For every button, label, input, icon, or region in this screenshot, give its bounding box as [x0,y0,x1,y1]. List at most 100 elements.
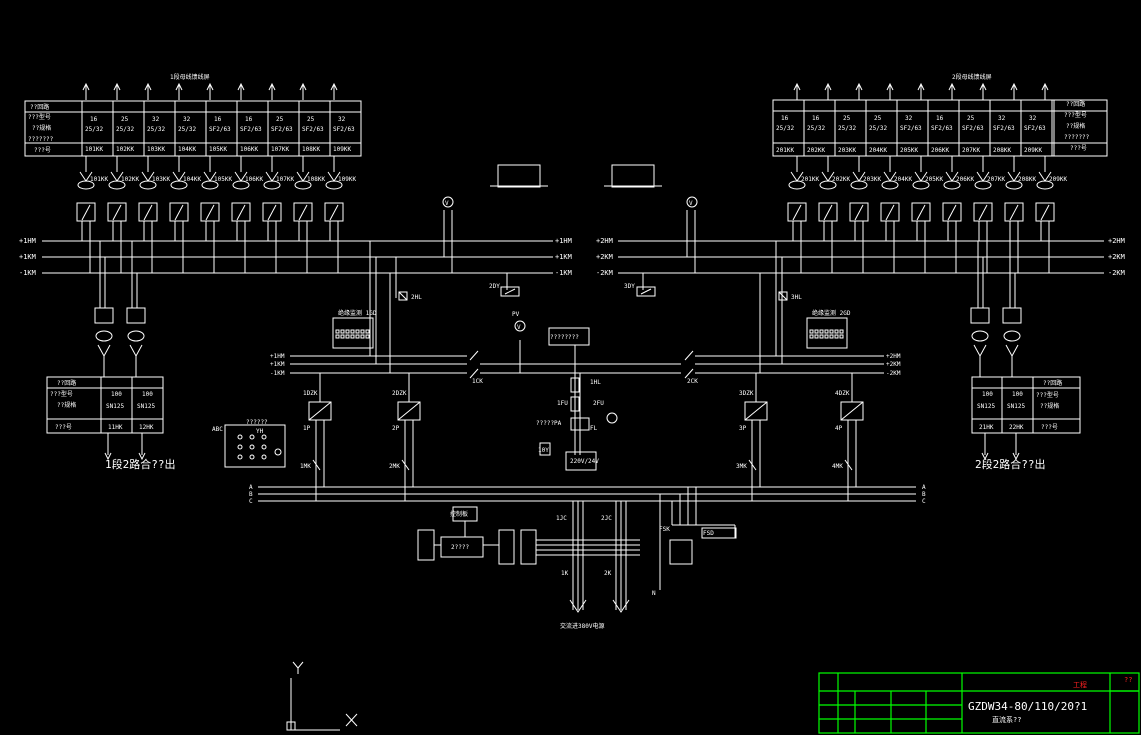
terminal [335,334,340,339]
breaker-tag: 201KK [801,176,819,183]
charger-diag [744,401,768,421]
breaker-body [169,202,189,222]
bus-label: -2KM [596,269,613,277]
arrow-icon [330,82,338,91]
left-outlet-arrows [104,433,146,461]
terminal [824,329,829,334]
contact-line [143,204,153,221]
switch-tag: 1K [561,570,569,577]
feeder-model: 25/32 [116,126,134,133]
ct-icon [232,180,250,190]
terminal [834,334,839,339]
center-monitor: V [514,320,618,471]
feeder-id: 107KK [271,146,289,153]
breaker-tag: 206KK [956,176,974,183]
terminal [340,334,345,339]
feeder-id: 103KK [147,146,165,153]
bus-label: +2HM [886,353,901,360]
row-label: ???号 [55,424,72,431]
vertical-links [99,210,1016,373]
svg-text:V: V [445,200,449,207]
contact-line [236,204,246,221]
selector-contact [261,454,267,460]
right-bottom-table [971,376,1081,434]
arrow-icon [237,82,245,91]
right-row-label: ???号 [1070,145,1087,152]
terminal [839,334,844,339]
meter-icon [274,448,282,456]
rating: 100 [111,391,122,398]
feeder-rating: 16 [214,116,222,123]
meter-tag: PV [512,311,520,318]
ct-icon [1036,180,1054,190]
right-row-label: ??规格 [1066,122,1085,130]
breaker-body [880,202,900,222]
contact-line [916,204,926,221]
feeder-rating: 25 [121,116,129,123]
switch-tag: 1CK [472,378,483,385]
breaker-body [231,202,251,222]
ct-icon [294,180,312,190]
lower-ac-section [417,487,737,613]
ct-icon [971,330,989,342]
project-tag-2: ?? [1124,676,1132,684]
bus-label: +2HM [1108,237,1125,245]
charger-tag: 2DZK [392,390,407,397]
charger-mk-tag: 4MK [832,463,843,470]
charger-diag [840,401,864,421]
breaker-body [262,202,282,222]
feeder-id: 209KK [1024,147,1042,154]
bus-label: -1KM [19,269,36,277]
breaker-tag: 103KK [152,176,170,183]
contactor-tag: 1JC [556,515,567,522]
rating: 100 [1012,391,1023,398]
contact-line [205,204,215,221]
ct-icon [263,180,281,190]
feeder-id: 206KK [931,147,949,154]
ac-input-label: 交流进380V电源 [560,622,604,630]
feeder-model: 25/32 [838,125,856,132]
neutral-tag: N [652,590,656,597]
terminal [824,334,829,339]
breaker-tag: 101KK [90,176,108,183]
breaker-tag: 104KK [183,176,201,183]
ct-icon [912,180,930,190]
bus-label: +1KM [270,361,285,368]
contact-line [885,204,895,221]
bus-label: -2KM [886,370,901,377]
terminal [834,329,839,334]
fuse-tag: FSD [703,530,714,537]
contact-line [174,204,184,221]
feeder-id: 109KK [333,146,351,153]
arrow-icon [948,82,956,91]
feeder-id: 102KK [116,146,134,153]
arrow-icon [113,82,121,91]
device-tag: FL [590,425,598,432]
transformer-tag: 220V/24V [570,458,599,465]
charger-tag: 1DZK [303,390,318,397]
terminal [350,334,355,339]
contact-line [112,204,122,221]
feeder-model: 25/32 [807,125,825,132]
contact-line [329,204,339,221]
breaker-tag: 108KK [307,176,325,183]
selector-contact [249,434,255,440]
terminal [365,334,370,339]
arrow-icon [855,82,863,91]
rating: 100 [142,391,153,398]
switch-contact [748,459,757,471]
breaker-tag: 102KK [121,176,139,183]
bus-label: -1KM [555,269,572,277]
dc-buses-middle [290,350,884,379]
right-outlet-caption: 2段2路合??出 [975,457,1046,471]
ct-icon [974,180,992,190]
breaker-body [970,307,990,324]
feeder-model: SF2/63 [302,126,324,133]
breaker-body [1004,202,1024,222]
monitor-tag: 绝缘监测 2GD [812,309,851,317]
bus-label: +1HM [270,353,285,360]
switch-contact [312,459,321,471]
fuse-tag: 2FU [593,400,604,407]
